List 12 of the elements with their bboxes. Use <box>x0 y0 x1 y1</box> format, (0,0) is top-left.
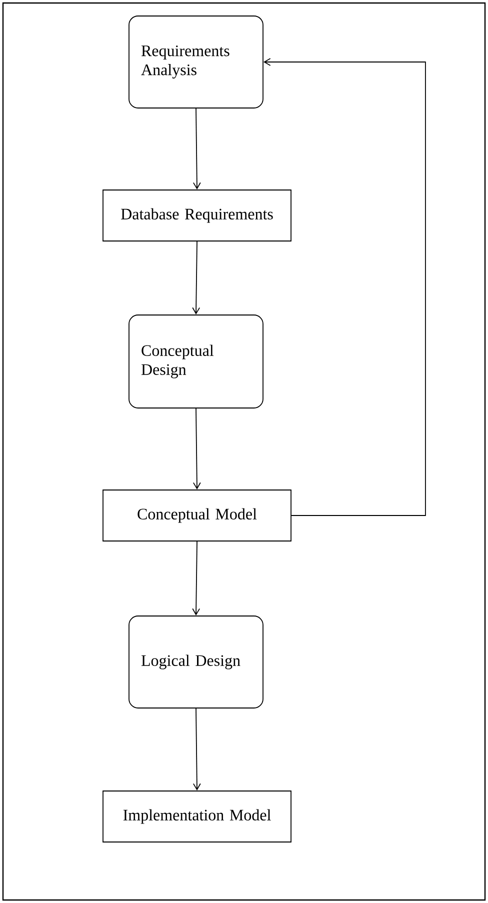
process-box: Logical Design <box>128 616 264 708</box>
arrow <box>192 108 201 190</box>
arrow <box>263 58 426 516</box>
data-box: Implementation Model <box>102 790 292 842</box>
process-box: Requirements Analysis <box>128 16 264 108</box>
arrow <box>192 241 200 315</box>
arrow <box>192 541 200 616</box>
arrow <box>192 708 201 791</box>
process-box: Conceptual Design <box>128 314 264 408</box>
arrow <box>192 408 201 490</box>
data-box: Conceptual Model <box>102 490 292 542</box>
data-box: Database Requirements <box>102 190 292 242</box>
